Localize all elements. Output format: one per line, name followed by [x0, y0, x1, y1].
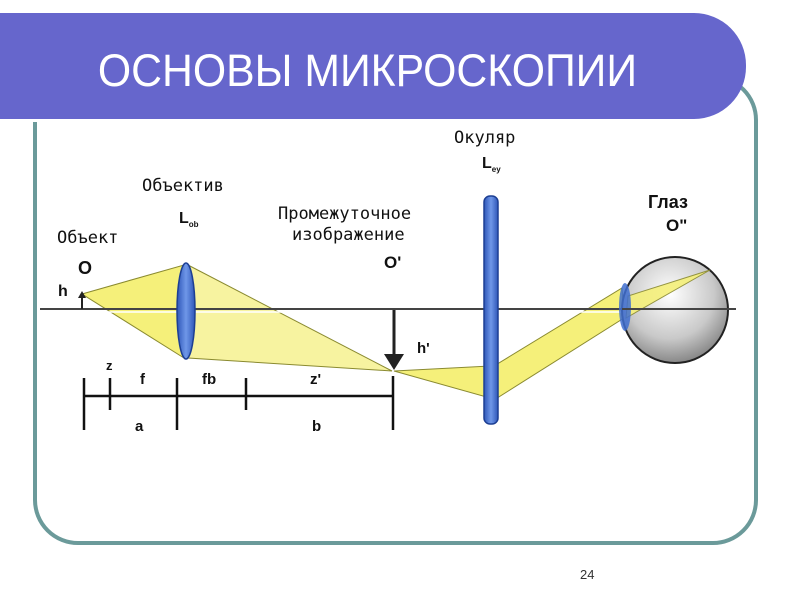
eyepiece-subscript: ey: [491, 165, 501, 175]
objective-label: Объектив: [142, 176, 224, 196]
dim-z: z: [106, 358, 113, 373]
image-height-label: h': [417, 340, 430, 357]
object-symbol: O: [78, 258, 93, 278]
eyepiece-label: Окуляр: [454, 128, 516, 148]
intermediate-image-symbol: O': [384, 253, 402, 272]
dim-fb: fb: [202, 371, 217, 388]
title-bar: ОСНОВЫ МИКРОСКОПИИ: [0, 13, 746, 122]
dim-f: f: [140, 371, 145, 388]
beam-objective-to-image: [187, 264, 393, 372]
object-label: Объект: [57, 228, 119, 248]
optics-svg: [40, 195, 736, 430]
beam-eyepiece-to-eye: [493, 287, 625, 401]
intermediate-image-label-line2: изображение: [292, 225, 405, 245]
dimension-scale: [82, 376, 395, 430]
dim-z-prime: z': [310, 371, 322, 388]
objective-symbol: Lob: [179, 210, 199, 229]
title-underline: [0, 119, 706, 122]
object-height-label: h: [58, 283, 68, 300]
dim-a: a: [135, 418, 144, 435]
beam-image-to-eyepiece: [393, 365, 491, 399]
eye-symbol: O": [666, 216, 688, 235]
eyepiece-lens: [483, 195, 499, 425]
slide-title: ОСНОВЫ МИКРОСКОПИИ: [97, 45, 638, 96]
eyepiece-symbol-letter: L: [482, 155, 492, 172]
eye-label: Глаз: [648, 192, 688, 212]
microscope-optics-diagram: Объект O h Объектив Lob Промежуточное из…: [38, 118, 748, 488]
eyepiece-symbol: Ley: [482, 155, 501, 174]
objective-lens: [176, 262, 196, 360]
eye-lens: [619, 283, 631, 331]
page-number: 24: [580, 567, 595, 582]
dim-b: b: [312, 418, 322, 435]
objective-subscript: ob: [188, 220, 199, 230]
intermediate-image-label-line1: Промежуточное: [278, 204, 412, 224]
objective-symbol-letter: L: [179, 210, 189, 227]
